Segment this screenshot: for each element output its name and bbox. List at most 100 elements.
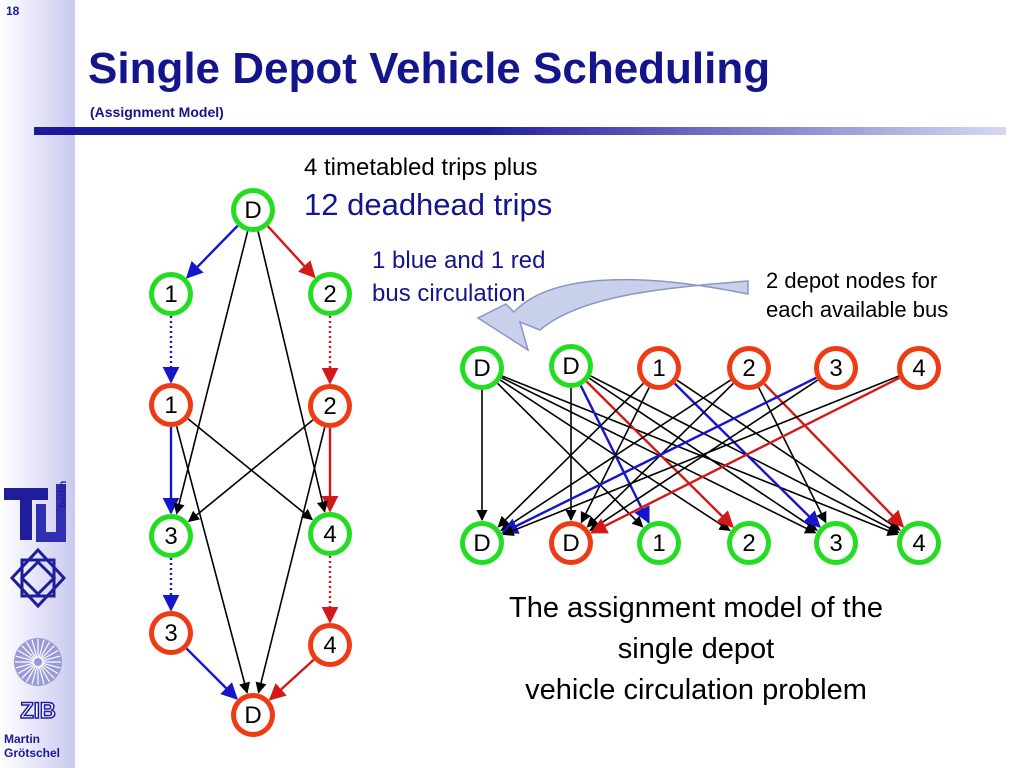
left-node-label-L4a: 4 — [323, 521, 336, 548]
assignment-node-label-Tg2: D — [562, 353, 579, 380]
zib-ray — [31, 665, 38, 685]
deadhead-trips-text: 12 deadhead trips — [304, 187, 553, 222]
assignment-edge-T4-Br — [590, 376, 900, 534]
left-node-label-L3a: 3 — [164, 523, 177, 550]
depot-nodes-note: 2 depot nodes for each available bus — [766, 266, 948, 324]
tu-berlin-logo: berlin — [4, 481, 69, 542]
assignment-node-center-B2 — [732, 526, 766, 560]
assignment-node-center-T4 — [902, 351, 936, 385]
left-edge-L2b-Le — [255, 427, 326, 694]
zib-ray — [41, 663, 59, 675]
zib-ray — [41, 649, 59, 661]
left-edge-L4b-Le — [268, 658, 315, 701]
left-node-label-Le: D — [244, 702, 261, 729]
diagram-caption: The assignment model of the single depot… — [446, 588, 946, 711]
mathematics-institute-logo — [9, 547, 67, 609]
left-node-center-L1a — [154, 277, 188, 311]
assignment-edge-T3-Br — [589, 379, 819, 531]
depot-note-line-2: each available bus — [766, 297, 949, 322]
left-node-label-L4b: 4 — [323, 632, 336, 659]
assignment-node-label-B4: 4 — [912, 530, 925, 557]
assignment-edge-T4-Bg — [502, 375, 899, 536]
timetabled-trips-text: 4 timetabled trips plus — [304, 154, 538, 181]
zib-logo: ZIB — [14, 638, 62, 724]
author-last-name: Grötschel — [4, 746, 61, 760]
zib-ray — [38, 665, 45, 685]
slide-subtitle: (Assignment Model) — [90, 104, 224, 120]
assignment-node-center-B3 — [819, 526, 853, 560]
left-node-label-Ls: D — [244, 197, 261, 224]
assignment-node-center-B4 — [902, 526, 936, 560]
assignment-edge-T3-Bg — [501, 376, 817, 534]
zib-ray — [15, 662, 35, 669]
assignment-node-center-Tg2 — [554, 349, 588, 383]
left-node-center-L3a — [154, 519, 188, 553]
tu-logo-text: berlin — [58, 481, 69, 508]
left-edge-Ls-L2a — [266, 225, 316, 279]
assignment-node-label-T2: 2 — [742, 355, 755, 382]
assignment-node-label-B1: 1 — [652, 530, 665, 557]
pointer-arrow — [476, 278, 749, 352]
left-node-label-L2b: 2 — [323, 393, 336, 420]
assignment-node-center-Br — [554, 526, 588, 560]
assignment-node-label-Br: D — [562, 530, 579, 557]
zib-ray — [25, 665, 37, 683]
left-edge-L1b-Le — [175, 426, 250, 694]
zib-ray — [31, 639, 38, 659]
zib-ray — [41, 655, 61, 662]
zib-ray — [38, 639, 45, 659]
left-node-label-L2a: 2 — [323, 281, 336, 308]
assignment-node-center-T3 — [819, 351, 853, 385]
assignment-node-center-Tg — [465, 351, 499, 385]
assignment-edge-T1-Bg — [497, 382, 644, 528]
zib-ray — [41, 662, 61, 669]
assignment-node-label-Bg: D — [473, 530, 490, 557]
left-edge-L1b-L4a — [187, 418, 314, 521]
slide-number: 18 — [6, 4, 20, 18]
left-node-center-L2b — [313, 389, 347, 423]
left-node-label-L1a: 1 — [164, 281, 177, 308]
author-name: Martin Grötschel — [4, 732, 60, 760]
assignment-node-center-B1 — [642, 526, 676, 560]
zib-ray — [15, 655, 35, 662]
assignment-edge-T2-Bg — [500, 379, 732, 532]
left-edge-Ls-L4a — [257, 231, 328, 513]
left-edge-L3b-Le — [185, 647, 238, 700]
zib-ray — [40, 664, 55, 679]
assignment-node-label-Tg: D — [473, 355, 490, 382]
depot-note-line-1: 2 depot nodes for — [766, 268, 938, 293]
caption-line-1: The assignment model of the — [509, 592, 883, 624]
assignment-node-center-Bg — [465, 526, 499, 560]
left-node-center-Le — [236, 698, 270, 732]
left-node-center-L1b — [154, 388, 188, 422]
zib-ray — [25, 641, 37, 659]
circulation-line-1: 1 blue and 1 red — [372, 247, 546, 274]
assignment-edge-T2-B4 — [763, 382, 905, 528]
zib-ray — [40, 645, 55, 660]
assignment-node-label-T3: 3 — [829, 355, 842, 382]
assignment-node-center-T1 — [642, 351, 676, 385]
zib-ray — [17, 649, 35, 661]
left-node-center-L2a — [313, 277, 347, 311]
author-first-name: Martin — [4, 732, 40, 746]
left-node-center-L4b — [313, 628, 347, 662]
zib-ray — [21, 645, 36, 660]
assignment-graph-edges — [476, 375, 905, 536]
assignment-node-label-B2: 2 — [742, 530, 755, 557]
slide-title: Single Depot Vehicle Scheduling — [88, 44, 771, 93]
circulation-line-2: bus circulation — [372, 280, 526, 307]
left-edge-L2b-L3a — [187, 419, 314, 523]
assignment-node-center-T2 — [732, 351, 766, 385]
assignment-node-label-T4: 4 — [912, 355, 925, 382]
zib-ray — [21, 664, 36, 679]
assignment-node-label-B3: 3 — [829, 530, 842, 557]
zib-ray — [17, 663, 35, 675]
caption-line-3: vehicle circulation problem — [525, 674, 867, 706]
left-edge-Ls-L3a — [173, 231, 249, 515]
assignment-node-label-T1: 1 — [652, 355, 665, 382]
left-node-center-L3b — [154, 616, 188, 650]
assignment-edge-T2-B3 — [758, 387, 827, 524]
